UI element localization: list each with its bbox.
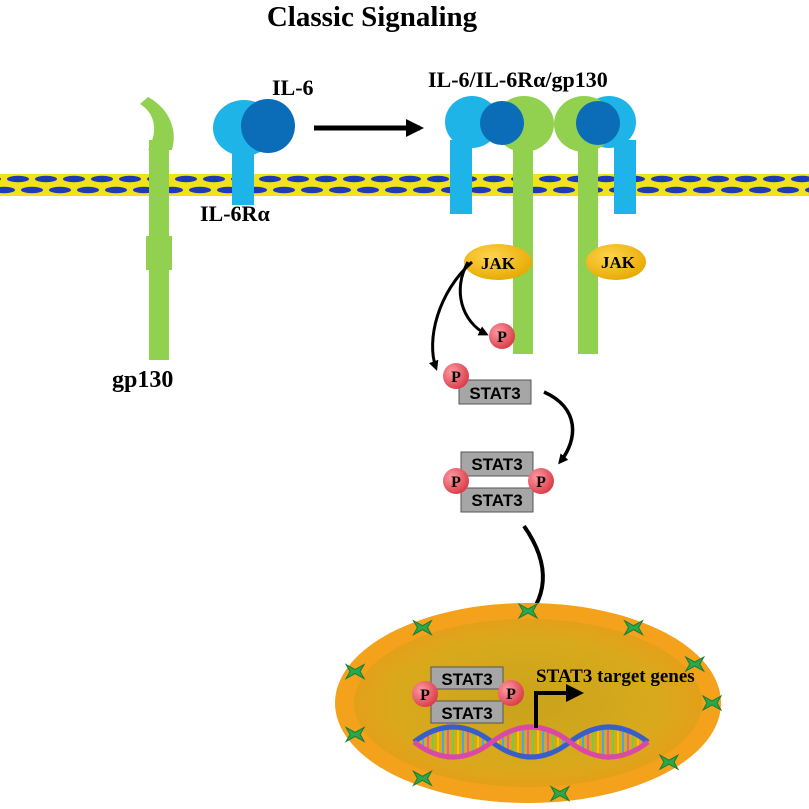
stat3-monomer: STAT3 P bbox=[443, 363, 532, 405]
diagram-title: Classic Signaling bbox=[267, 1, 478, 33]
label-il6: IL-6 bbox=[272, 75, 314, 100]
svg-text:P: P bbox=[497, 329, 507, 346]
svg-text:P: P bbox=[451, 369, 461, 386]
label-target-genes: STAT3 target genes bbox=[536, 666, 695, 687]
label-il6ra: IL-6Rα bbox=[200, 201, 270, 226]
svg-text:P: P bbox=[506, 686, 516, 703]
svg-text:STAT3: STAT3 bbox=[441, 704, 492, 723]
svg-text:JAK: JAK bbox=[481, 254, 516, 273]
gp130-receptor-left bbox=[140, 97, 174, 360]
nucleus bbox=[335, 602, 723, 803]
transcription-arrow bbox=[534, 684, 584, 728]
dimerization-arrow bbox=[543, 390, 575, 465]
il6-il6ra-gp130-complex bbox=[445, 96, 636, 354]
il6ra-il6-left bbox=[213, 99, 295, 205]
svg-text:P: P bbox=[536, 474, 546, 491]
jak-kinase-right: JAK bbox=[586, 244, 646, 280]
phosphate-receptor: P bbox=[489, 323, 515, 349]
label-gp130: gp130 bbox=[112, 367, 173, 393]
svg-text:STAT3: STAT3 bbox=[441, 670, 492, 689]
svg-text:STAT3: STAT3 bbox=[471, 455, 522, 474]
cell-membrane bbox=[0, 174, 809, 196]
dna-helix bbox=[412, 724, 650, 760]
il6-ligand bbox=[241, 99, 295, 153]
jak-kinase-left: JAK bbox=[464, 244, 532, 280]
jak-to-stat3-arrow bbox=[428, 260, 473, 371]
stat3-dimer-nuclear: STAT3 STAT3 P P bbox=[412, 666, 524, 724]
svg-text:P: P bbox=[451, 474, 461, 491]
svg-text:STAT3: STAT3 bbox=[471, 491, 522, 510]
label-complex: IL-6/IL-6Rα/gp130 bbox=[428, 67, 608, 92]
svg-text:P: P bbox=[420, 687, 430, 704]
svg-text:STAT3: STAT3 bbox=[469, 384, 520, 403]
stat3-dimer: STAT3 STAT3 P P bbox=[443, 451, 554, 513]
svg-text:JAK: JAK bbox=[601, 253, 636, 272]
